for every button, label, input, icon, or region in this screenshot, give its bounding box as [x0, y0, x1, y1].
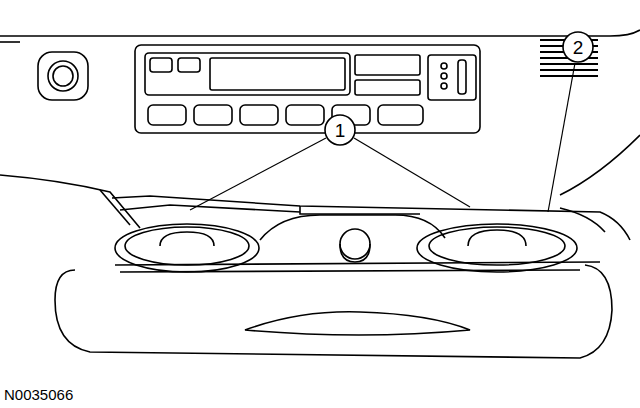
dash-lower-edge: [100, 190, 130, 225]
tray-rim: [120, 205, 300, 212]
console-edge: [120, 270, 580, 272]
slider: [458, 60, 466, 94]
dash-lower-edge: [0, 175, 140, 228]
cup-holder-inner: [429, 227, 565, 265]
radio-button: [150, 58, 172, 72]
cassette-slot: [355, 55, 420, 75]
cup-holder-inner: [125, 227, 249, 265]
switch-knob-inner: [53, 66, 73, 86]
button-row: [148, 105, 423, 125]
dash-top-edge: [0, 30, 640, 36]
indicator-dot: [441, 83, 447, 89]
tray-rim: [300, 206, 420, 214]
leader-line: [548, 63, 575, 212]
dash-lower-edge: [560, 135, 640, 195]
leader-line: [190, 138, 326, 210]
climate-control: [428, 55, 476, 100]
radio-display-bezel: [145, 53, 350, 95]
radio-button: [178, 58, 200, 72]
cup-tab: [160, 232, 214, 246]
radio-panel: [135, 45, 480, 133]
center-knob-base: [340, 244, 370, 262]
cd-slot: [355, 80, 420, 95]
indicator-dot: [441, 63, 447, 69]
center-knob: [340, 229, 370, 259]
indicator-dot: [441, 73, 447, 79]
dash-edge: [0, 41, 20, 43]
callout-ring: [563, 32, 593, 62]
tray-front-edge: [115, 262, 600, 265]
center-bin: [260, 215, 445, 240]
cup-tab: [468, 230, 526, 246]
radio-display: [210, 58, 345, 90]
tray-rim: [560, 208, 605, 232]
tray-top: [112, 196, 630, 240]
storage-slot: [245, 312, 470, 335]
switch-bezel: [38, 52, 88, 100]
switch-knob: [48, 61, 78, 91]
callout-number: 1: [335, 121, 346, 140]
leader-line: [354, 138, 470, 207]
cup-holder: [417, 224, 577, 272]
figure-code: N0035066: [4, 386, 73, 403]
callout-ring: [325, 115, 355, 145]
console-front: [55, 265, 612, 358]
callout-circle: 1: [324, 114, 356, 146]
callout-number: 2: [573, 38, 584, 57]
callout-circle: 2: [562, 31, 594, 63]
